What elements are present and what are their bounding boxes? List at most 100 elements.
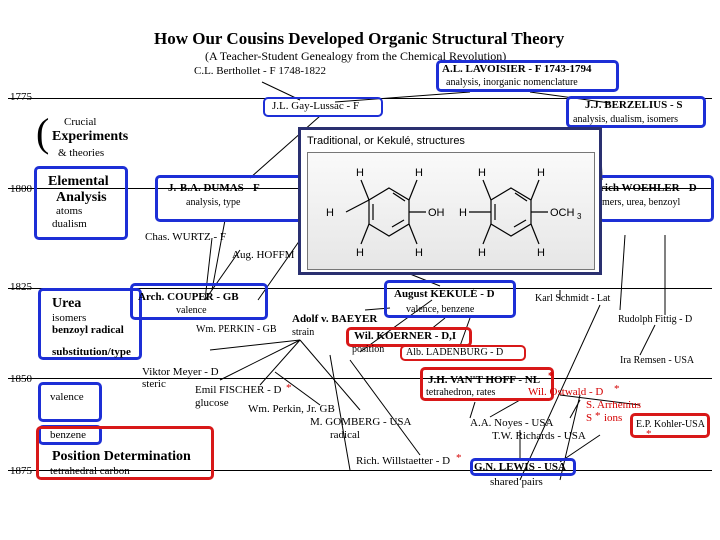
urea-box bbox=[38, 288, 142, 360]
concept-tetrahedral: tetrahedral carbon bbox=[50, 465, 130, 477]
arrhenius-short: S bbox=[586, 412, 593, 424]
person-kohler: E.P. Kohler-USA bbox=[636, 419, 705, 430]
person-hofmann: Aug. HOFFM bbox=[232, 249, 295, 261]
person-wurtz: Chas. WURTZ - F bbox=[145, 231, 227, 243]
phenol-h-4: H bbox=[356, 247, 364, 259]
vanthoff-star: * bbox=[548, 370, 554, 382]
ostwald-star: * bbox=[614, 383, 620, 395]
structures-frame bbox=[307, 152, 595, 270]
concept-elemental: Elemental bbox=[48, 174, 109, 189]
phenol-oh: OH bbox=[428, 207, 445, 219]
position-determination-box bbox=[36, 426, 214, 480]
year-1825: 1825 bbox=[10, 281, 32, 293]
concept-substitution: substitution/type bbox=[52, 346, 131, 358]
kekule-note: valence, benzene bbox=[406, 304, 475, 315]
person-remsen: Ira Remsen - USA bbox=[620, 355, 695, 366]
anisole-h-3: H bbox=[459, 207, 467, 219]
person-woehler: rich WOEHLER - D bbox=[600, 182, 697, 194]
year-1800: 1800 bbox=[10, 183, 32, 195]
person-arrhenius: S. Arrhenius bbox=[586, 399, 641, 411]
arrhenius-ions: ions bbox=[604, 412, 623, 424]
person-lavoisier: A.L. LAVOISIER - F 1743-1794 bbox=[442, 63, 592, 75]
phenol-h-1: H bbox=[356, 167, 364, 179]
anisole-och3: OCH bbox=[550, 207, 575, 219]
anisole-och3-sub: 3 bbox=[577, 212, 582, 221]
concept-benzene: benzene bbox=[50, 429, 87, 441]
berzelius-box bbox=[566, 96, 706, 128]
anisole-h-1: H bbox=[478, 167, 486, 179]
person-ladenburg: Alb. LADENBURG - D bbox=[406, 347, 504, 358]
person-perkinjr: Wm. Perkin, Jr. GB bbox=[248, 403, 335, 415]
structures-header: Traditional, or Kekulé, structures bbox=[307, 135, 465, 147]
vanthoff-note: tetrahedron, rates bbox=[426, 387, 496, 398]
concept-theories: & theories bbox=[58, 147, 105, 159]
anisole-h-4: H bbox=[478, 247, 486, 259]
concept-valence: valence bbox=[50, 391, 84, 403]
left-paren: ( bbox=[36, 110, 50, 155]
kekule-structures-panel: Traditional, or Kekulé, structures bbox=[298, 127, 602, 275]
year-1850: 1850 bbox=[10, 373, 32, 385]
person-schmidt: Karl Schmidt - Lat bbox=[535, 293, 611, 304]
person-fittig: Rudolph Fittig - D bbox=[618, 314, 693, 325]
person-kekule: August KEKULÉ - D bbox=[394, 288, 495, 300]
woehler-note: mers, urea, benzoyl bbox=[602, 197, 681, 208]
meyer-note: steric bbox=[142, 378, 166, 390]
person-berthollet: C.L. Berthollet - F 1748-1822 bbox=[194, 65, 326, 77]
lavoisier-note: analysis, inorganic nomenclature bbox=[446, 77, 578, 88]
concept-crucial: Crucial bbox=[64, 116, 97, 128]
berzelius-note: analysis, dualism, isomers bbox=[573, 114, 678, 125]
person-gomberg: M. GOMBERG - USA bbox=[310, 416, 412, 428]
person-vanthoff: J.H. VAN'T HOFF - NL bbox=[428, 374, 541, 386]
page-subtitle: (A Teacher-Student Genealogy from the Ch… bbox=[205, 49, 507, 63]
person-ostwald: Wil. Ostwald - D bbox=[528, 386, 604, 398]
year-1775: 1775 bbox=[10, 91, 32, 103]
phenol-h-3: H bbox=[326, 207, 334, 219]
year-rule-1825 bbox=[8, 288, 712, 289]
person-richards: T.W. Richards - USA bbox=[492, 430, 586, 442]
concept-isomers: isomers bbox=[52, 312, 87, 324]
phenol-h-5: H bbox=[415, 247, 423, 259]
concept-benzoyl: benzoyl radical bbox=[52, 324, 124, 336]
year-1875: 1875 bbox=[10, 465, 32, 477]
person-koerner: Wil. KOERNER - D,I bbox=[354, 330, 457, 342]
person-noyes: A.A. Noyes - USA bbox=[470, 417, 554, 429]
structures-drawing: H H H OH H H H H H OCH 3 H H bbox=[326, 167, 582, 259]
lewis-note: shared pairs bbox=[490, 476, 543, 488]
person-perkin: Wm. PERKIN - GB bbox=[196, 324, 277, 335]
year-rule-1875 bbox=[8, 470, 712, 471]
lavoisier-box bbox=[436, 60, 619, 92]
koerner-note: position bbox=[352, 344, 385, 355]
person-baeyer: Adolf v. BAEYER bbox=[292, 313, 378, 325]
person-lewis: G.N. LEWIS - USA bbox=[474, 461, 566, 473]
fischer-note: glucose bbox=[195, 397, 229, 409]
concept-analysis: Analysis bbox=[56, 190, 107, 205]
gaylussac-box bbox=[263, 97, 383, 117]
richards-star: * bbox=[646, 428, 652, 440]
person-willstaetter: Rich. Willstaetter - D bbox=[356, 455, 451, 467]
year-rule-1850 bbox=[8, 378, 712, 379]
willstaetter-star: * bbox=[456, 452, 462, 464]
kekule-box bbox=[384, 280, 516, 318]
person-meyer: Viktor Meyer - D bbox=[142, 366, 219, 378]
anisole-h-5: H bbox=[537, 247, 545, 259]
page-title: How Our Cousins Developed Organic Struct… bbox=[154, 29, 565, 48]
phenol-h-2: H bbox=[415, 167, 423, 179]
concept-urea: Urea bbox=[52, 296, 82, 311]
person-dumas: J.-B.A. DUMAS - F bbox=[168, 182, 260, 194]
couper-note: valence bbox=[176, 305, 207, 316]
couper-box bbox=[130, 283, 268, 320]
person-gaylussac: J.L. Gay-Lussac - F bbox=[272, 100, 360, 112]
elemental-analysis-box bbox=[34, 166, 128, 240]
fischer-star: * bbox=[286, 382, 292, 394]
concept-experiments: Experiments bbox=[52, 129, 129, 144]
person-berzelius: J.J. BERZELIUS - S bbox=[585, 99, 683, 111]
kohler-box bbox=[630, 413, 710, 438]
dumas-note: analysis, type bbox=[186, 197, 241, 208]
valence-box bbox=[38, 382, 102, 422]
baeyer-note: strain bbox=[292, 327, 315, 338]
arrhenius-star: * bbox=[595, 410, 601, 422]
concept-dualism: dualism bbox=[52, 218, 87, 230]
person-couper: Arch. COUPER - GB bbox=[138, 291, 239, 303]
person-fischer: Emil FISCHER - D bbox=[195, 384, 282, 396]
concept-position: Position Determination bbox=[52, 449, 191, 464]
